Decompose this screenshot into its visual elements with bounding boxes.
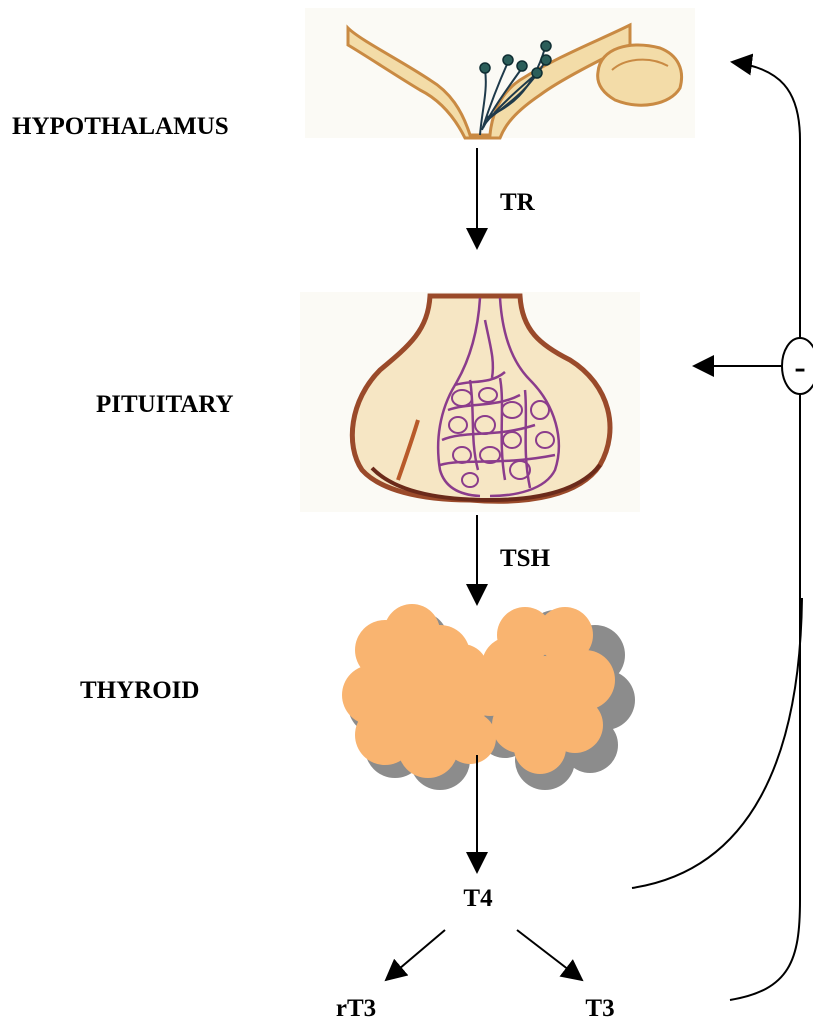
feedback-line-t4-curve	[632, 598, 802, 888]
pituitary-label: PITUITARY	[96, 391, 234, 418]
feedback-minus-sign: -	[794, 349, 805, 386]
pituitary-illustration	[300, 292, 640, 512]
t4-label: T4	[463, 885, 493, 912]
hypothalamus-illustration	[305, 8, 695, 138]
thyroid-illustration	[342, 604, 635, 790]
arrow-t4-to-t3	[517, 930, 582, 980]
tsh-label: TSH	[500, 545, 551, 572]
hypothalamus-label: HYPOTHALAMUS	[12, 113, 229, 140]
feedback-arrow-to-hypothalamus	[732, 62, 800, 346]
feedback-line-t3-to-circle	[730, 380, 800, 1000]
tr-label: TR	[500, 189, 536, 216]
t3-label: T3	[585, 995, 614, 1022]
thyroid-label: THYROID	[80, 677, 199, 704]
rt3-label: rT3	[336, 995, 376, 1022]
arrow-t4-to-rt3	[386, 930, 445, 980]
